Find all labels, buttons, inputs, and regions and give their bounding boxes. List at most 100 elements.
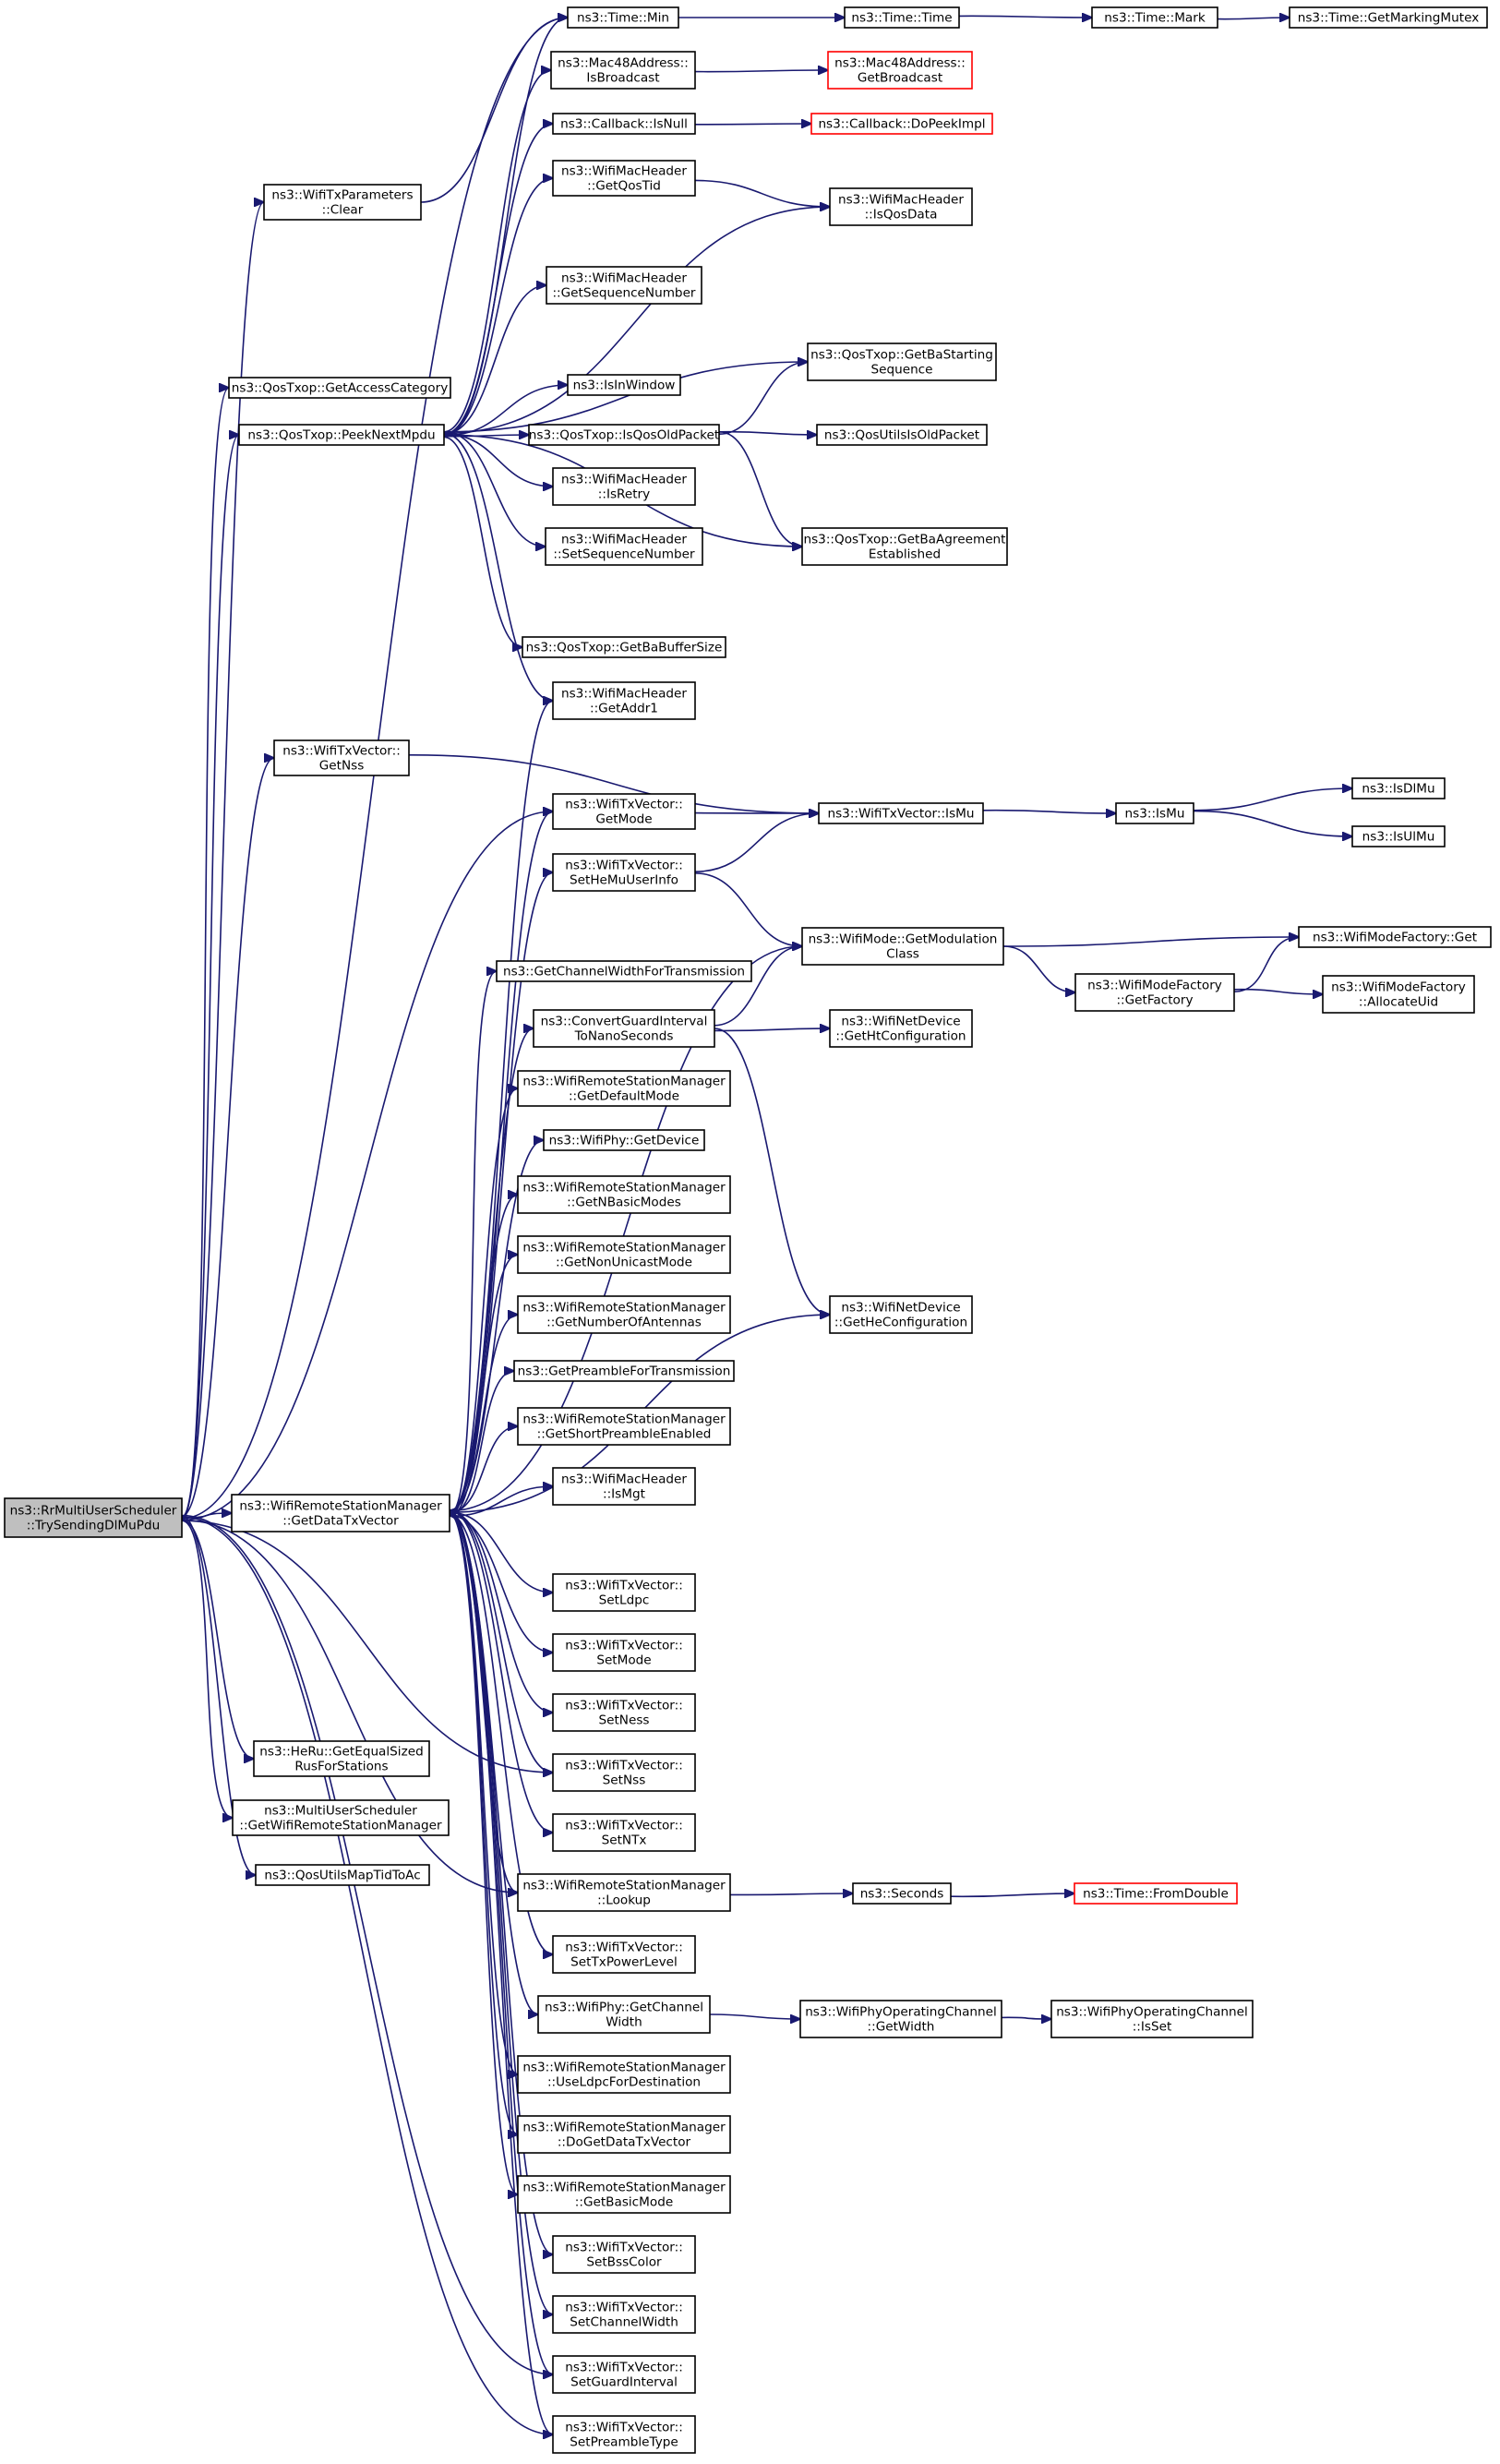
function-node-label: ::UseLdpcForDestination (547, 2075, 701, 2090)
function-node-rsm-nant[interactable]: ns3::WifiRemoteStationManager::GetNumber… (517, 1295, 731, 1334)
function-node-hdr-setseq[interactable]: ns3::WifiMacHeader::SetSequenceNumber (545, 527, 703, 566)
function-node-txv-setness[interactable]: ns3::WifiTxVector::SetNess (552, 1693, 696, 1732)
function-node-cb-dopeek[interactable]: ns3::Callback::DoPeekImpl (810, 113, 993, 135)
function-node-mus-get-wrsm[interactable]: ns3::MultiUserScheduler::GetWifiRemoteSt… (232, 1799, 450, 1836)
function-node-label: ns3::WifiTxVector:: (565, 1759, 683, 1773)
function-node-label: SetGuardInterval (570, 2375, 678, 2390)
call-edge-get_data_txv-to-rsm_basicmode (449, 1513, 518, 2194)
call-edge-rr_try-to-txv_getmode (181, 811, 553, 1521)
function-node-mac-getbcast[interactable]: ns3::Mac48Address::GetBroadcast (827, 51, 973, 90)
function-node-rsm-dogetdata[interactable]: ns3::WifiRemoteStationManager::DoGetData… (517, 2115, 731, 2154)
function-node-modefac-get[interactable]: ns3::WifiModeFactory::Get (1298, 926, 1492, 948)
function-node-rsm-basicmode[interactable]: ns3::WifiRemoteStationManager::GetBasicM… (517, 2175, 731, 2214)
function-node-peek-next[interactable]: ns3::QosTxop::PeekNextMpdu (238, 424, 445, 446)
function-node-label: GetNss (319, 759, 365, 774)
call-edge-time_mark-to-time_getmutex (1217, 18, 1290, 19)
function-node-hdr-getaddr1[interactable]: ns3::WifiMacHeader::GetAddr1 (552, 681, 696, 720)
call-edge-isqosold-to-ba_established (718, 430, 802, 547)
function-node-rsm-shortpre[interactable]: ns3::WifiRemoteStationManager::GetShortP… (517, 1407, 731, 1446)
function-node-label: ns3::WifiPhy::GetChannel (545, 2001, 703, 2015)
function-node-rsm-defmode[interactable]: ns3::WifiRemoteStationManager::GetDefaul… (517, 1070, 731, 1107)
function-node-isulmu[interactable]: ns3::IsUlMu (1351, 825, 1446, 847)
function-node-hdr-isretry[interactable]: ns3::WifiMacHeader::IsRetry (552, 467, 696, 506)
function-node-txv-ismu[interactable]: ns3::WifiTxVector::IsMu (818, 802, 984, 824)
function-node-txv-setmode[interactable]: ns3::WifiTxVector::SetMode (552, 1633, 696, 1672)
function-node-hdr-ismgt[interactable]: ns3::WifiMacHeader::IsMgt (552, 1467, 696, 1506)
function-node-netdev-he[interactable]: ns3::WifiNetDevice::GetHeConfiguration (829, 1295, 973, 1334)
call-edge-cb_isnull-to-cb_dopeek (694, 124, 811, 125)
function-node-txv-setgi[interactable]: ns3::WifiTxVector::SetGuardInterval (552, 2355, 696, 2394)
function-node-isinwindow[interactable]: ns3::IsInWindow (567, 374, 681, 396)
call-edge-get_data_txv-to-rsm_nant (449, 1315, 518, 1511)
call-edge-peek_next-to-hdr_getaddr1 (443, 432, 553, 701)
function-node-txparams-clear[interactable]: ns3::WifiTxParameters::Clear (263, 184, 422, 221)
function-node-phy-chwidth[interactable]: ns3::WifiPhy::GetChannelWidth (537, 1995, 711, 2034)
function-node-rsm-lookup[interactable]: ns3::WifiRemoteStationManager::Lookup (517, 1873, 731, 1912)
function-node-label: ns3::IsInWindow (573, 379, 676, 393)
function-node-netdev-ht[interactable]: ns3::WifiNetDevice::GetHtConfiguration (829, 1009, 973, 1048)
function-node-get-data-txv[interactable]: ns3::WifiRemoteStationManager::GetDataTx… (231, 1494, 450, 1532)
function-node-txv-setpower[interactable]: ns3::WifiTxVector::SetTxPowerLevel (552, 1935, 696, 1974)
function-node-isqosold[interactable]: ns3::QosTxop::IsQosOldPacket (528, 424, 720, 446)
call-edges (181, 16, 1352, 2434)
call-edge-peek_next-to-ba_bufsize (443, 436, 522, 647)
function-node-label: ns3::QosTxop::PeekNextMpdu (247, 428, 435, 443)
function-node-opch-isset[interactable]: ns3::WifiPhyOperatingChannel::IsSet (1050, 2000, 1254, 2038)
function-node-time-min[interactable]: ns3::Time::Min (567, 6, 679, 29)
function-node-chwidth-tx[interactable]: ns3::GetChannelWidthForTransmission (496, 960, 752, 982)
call-edge-seconds-to-time_fromdouble (950, 1893, 1074, 1896)
function-node-phy-getdev[interactable]: ns3::WifiPhy::GetDevice (543, 1129, 705, 1151)
function-node-rsm-nbasic[interactable]: ns3::WifiRemoteStationManager::GetNBasic… (517, 1175, 731, 1214)
function-node-rsm-useldpc[interactable]: ns3::WifiRemoteStationManager::UseLdpcFo… (517, 2055, 731, 2094)
function-node-txv-setldpc[interactable]: ns3::WifiTxVector::SetLdpc (552, 1573, 696, 1612)
function-node-modefac-alloc[interactable]: ns3::WifiModeFactory::AllocateUid (1322, 975, 1475, 1014)
function-node-seconds[interactable]: ns3::Seconds (852, 1882, 952, 1905)
call-edge-txv_getnss-to-txv_ismu (408, 753, 819, 813)
function-node-map-tid[interactable]: ns3::QosUtilsMapTidToAc (255, 1864, 430, 1886)
function-node-label: ns3::QosTxop::GetBaBufferSize (526, 641, 723, 655)
function-node-ismu[interactable]: ns3::IsMu (1115, 802, 1194, 824)
function-node-txv-getmode[interactable]: ns3::WifiTxVector::GetMode (552, 793, 696, 830)
function-node-ba-bufsize[interactable]: ns3::QosTxop::GetBaBufferSize (522, 636, 726, 658)
call-edge-get_data_txv-to-rsm_dogetdata (449, 1511, 518, 2134)
function-node-time-time[interactable]: ns3::Time::Time (844, 6, 960, 29)
function-node-txv-setchw[interactable]: ns3::WifiTxVector::SetChannelWidth (552, 2295, 696, 2334)
function-node-hdr-isqosdata[interactable]: ns3::WifiMacHeader::IsQosData (829, 187, 973, 226)
function-node-label: ns3::IsMu (1125, 807, 1185, 822)
function-node-time-mark[interactable]: ns3::Time::Mark (1091, 6, 1218, 29)
function-node-rsm-nonuni[interactable]: ns3::WifiRemoteStationManager::GetNonUni… (517, 1235, 731, 1274)
function-node-label: ns3::QosUtilsIsOldPacket (824, 428, 979, 443)
function-node-label: ::GetNonUnicastMode (556, 1256, 692, 1270)
function-node-txv-setnss[interactable]: ns3::WifiTxVector::SetNss (552, 1753, 696, 1792)
function-node-txv-setntx[interactable]: ns3::WifiTxVector::SetNTx (552, 1813, 696, 1852)
function-node-preamble-tx[interactable]: ns3::GetPreambleForTransmission (513, 1360, 735, 1382)
function-node-label: ::GetShortPreambleEnabled (537, 1427, 712, 1442)
function-node-cb-isnull[interactable]: ns3::Callback::IsNull (552, 113, 696, 135)
function-node-opch-width[interactable]: ns3::WifiPhyOperatingChannel::GetWidth (799, 2000, 1002, 2038)
function-node-label: ns3::Mac48Address:: (834, 56, 966, 71)
function-node-modefac-getfac[interactable]: ns3::WifiModeFactory::GetFactory (1074, 973, 1235, 1012)
function-node-mac-isbcast[interactable]: ns3::Mac48Address::IsBroadcast (550, 51, 696, 90)
function-node-get-access-cat[interactable]: ns3::QosTxop::GetAccessCategory (228, 377, 451, 399)
function-node-rr-try[interactable]: ns3::RrMultiUserScheduler::TrySendingDlM… (4, 1497, 183, 1538)
function-node-time-getmutex[interactable]: ns3::Time::GetMarkingMutex (1289, 6, 1488, 29)
function-node-label: SetChannelWidth (570, 2315, 678, 2330)
function-node-txv-getnss[interactable]: ns3::WifiTxVector::GetNss (273, 739, 410, 776)
function-node-label: ns3::WifiModeFactory (1087, 979, 1222, 993)
function-node-time-fromdouble[interactable]: ns3::Time::FromDouble (1074, 1882, 1238, 1905)
function-node-label: ns3::Time::FromDouble (1083, 1887, 1229, 1902)
function-node-label: ns3::IsDlMu (1362, 782, 1434, 797)
call-edge-get_data_txv-to-txv_sethemu (449, 872, 553, 1513)
function-node-isdlmu[interactable]: ns3::IsDlMu (1351, 777, 1446, 799)
function-node-hdr-getseq[interactable]: ns3::WifiMacHeader::GetSequenceNumber (546, 266, 702, 305)
function-node-hdr-getqostid[interactable]: ns3::WifiMacHeader::GetQosTid (552, 160, 696, 197)
function-node-qosutils-isold[interactable]: ns3::QosUtilsIsOldPacket (816, 424, 988, 446)
function-node-txv-setbss[interactable]: ns3::WifiTxVector::SetBssColor (552, 2235, 696, 2274)
function-node-txv-sethemu[interactable]: ns3::WifiTxVector::SetHeMuUserInfo (552, 853, 696, 892)
function-node-txv-setpre[interactable]: ns3::WifiTxVector::SetPreambleType (552, 2415, 696, 2454)
